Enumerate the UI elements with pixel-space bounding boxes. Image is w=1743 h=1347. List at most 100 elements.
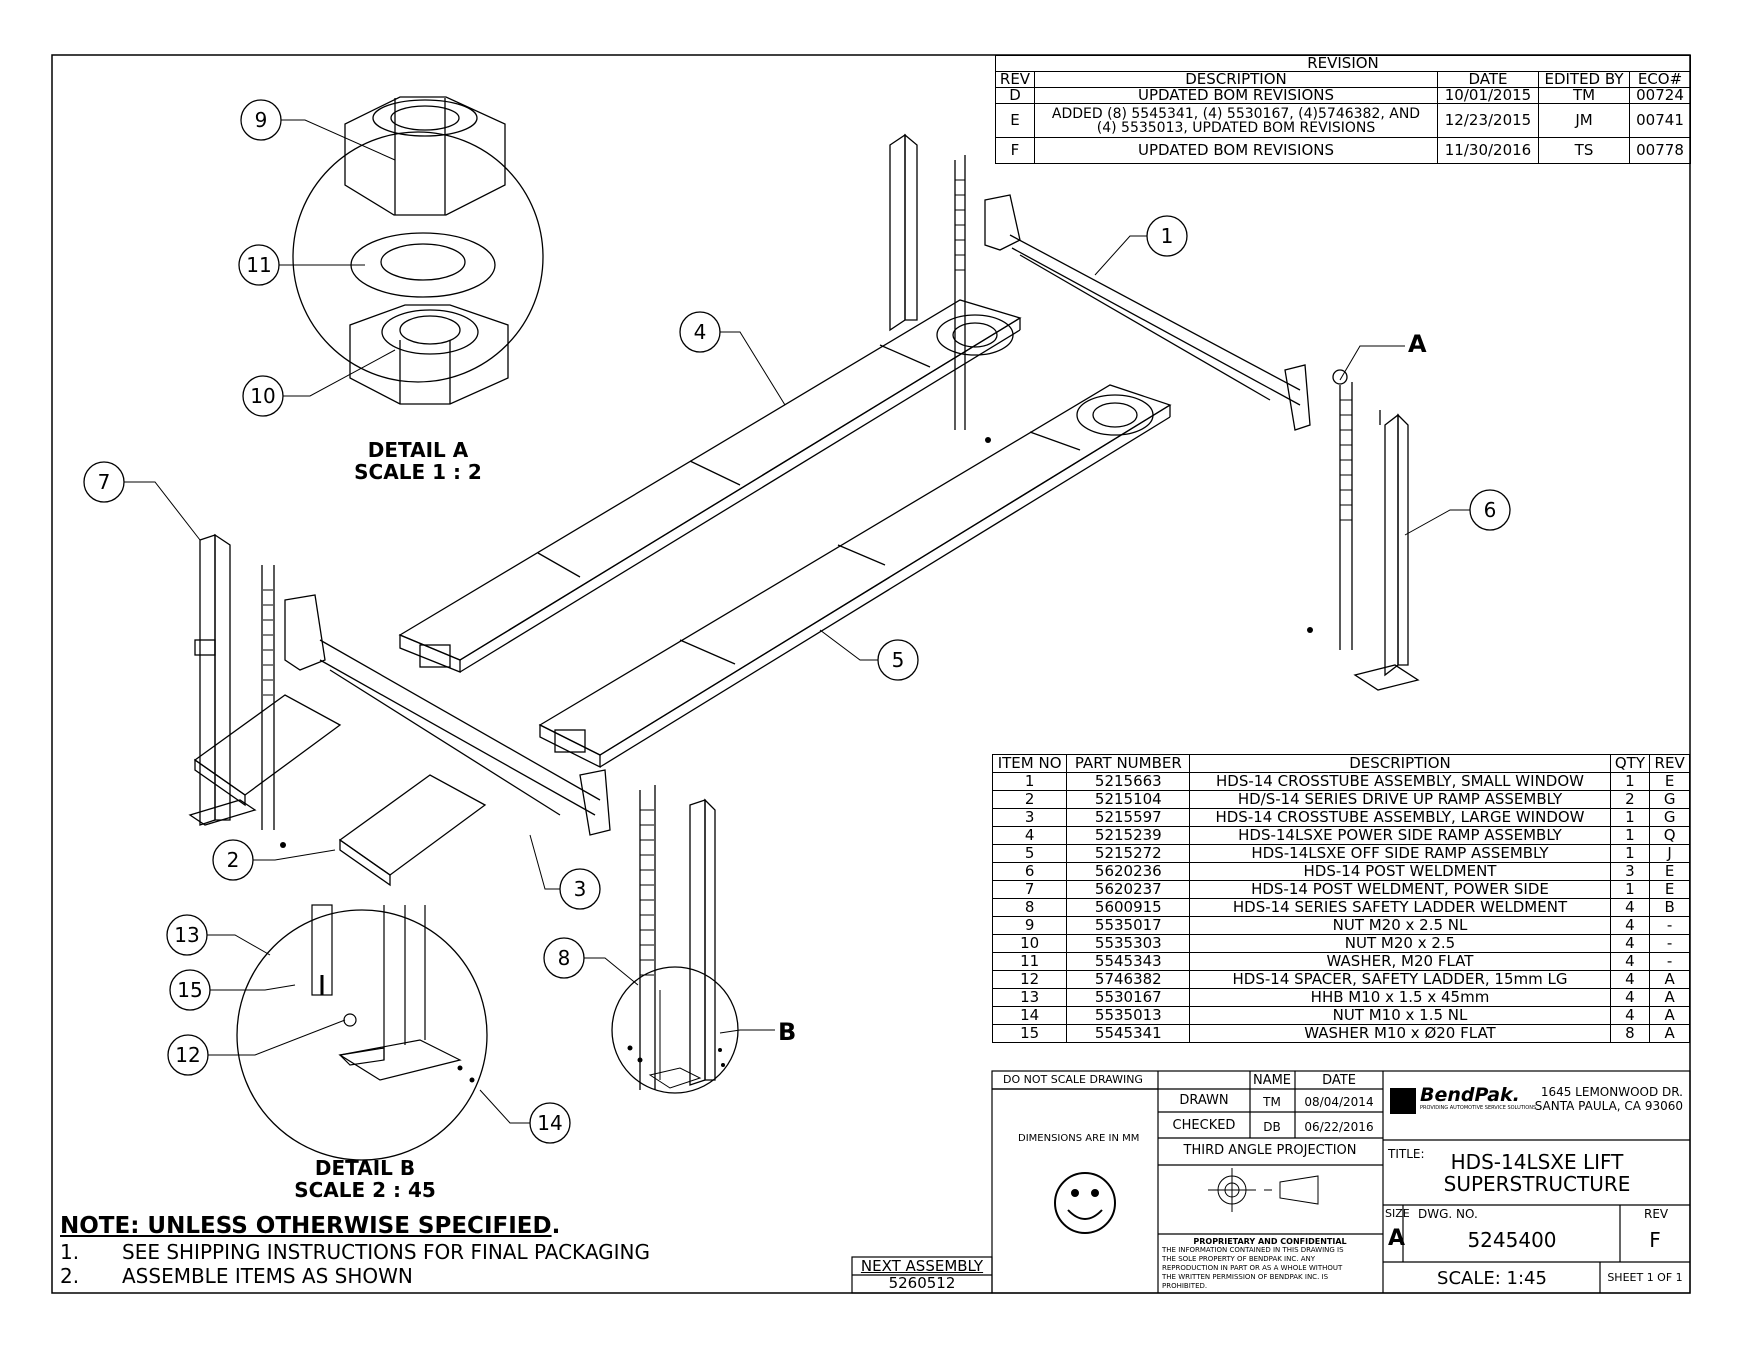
rev-description-cell: UPDATED BOM REVISIONS	[1034, 87, 1438, 104]
detail-b-scale: SCALE 2 : 45	[294, 1178, 436, 1202]
rev-header-description: DESCRIPTION	[1034, 71, 1438, 88]
notes-heading-text: NOTE: UNLESS OTHERWISE SPECIFIED	[60, 1213, 552, 1239]
balloon-label: 2	[226, 848, 240, 872]
bom-header-rev: REV	[1649, 754, 1690, 773]
rev-description-text: ADDED (8) 5545341, (4) 5530167, (4)57463…	[1051, 105, 1421, 136]
balloon-label: 15	[177, 978, 203, 1002]
rev-edited-cell: TS	[1538, 137, 1630, 164]
balloon-label: 14	[537, 1111, 563, 1135]
name-header: NAME	[1252, 1073, 1292, 1088]
bom-rev-cell: A	[1649, 988, 1690, 1007]
washer-11-drawing	[350, 232, 496, 298]
bom-description-cell: NUT M10 x 1.5 NL	[1189, 1006, 1611, 1025]
bom-item-cell: 5	[991, 844, 1068, 863]
bom-qty-cell: 1	[1609, 880, 1651, 899]
date-header: DATE	[1322, 1073, 1356, 1088]
drawn-date: 08/04/2014	[1304, 1095, 1374, 1109]
projection-symbol-icon	[1208, 1168, 1319, 1212]
revision-row: D UPDATED BOM REVISIONS 10/01/2015 TM 00…	[995, 87, 1691, 104]
bom-description-cell: NUT M20 x 2.5	[1189, 934, 1611, 953]
bom-part-cell: 5545343	[1066, 952, 1191, 971]
bom-item-cell: 2	[991, 790, 1068, 809]
balloon-label: 8	[557, 946, 571, 970]
note-2-number: 2.	[60, 1264, 80, 1288]
bom-rev-cell: -	[1649, 952, 1690, 971]
drawn-label: DRAWN	[1179, 1093, 1229, 1108]
bendpak-logo-icon	[1390, 1088, 1416, 1114]
next-assembly-label: NEXT ASSEMBLY	[860, 1257, 984, 1275]
bom-part-cell: 5215272	[1066, 844, 1191, 863]
rev-cell: F	[995, 137, 1035, 164]
rev-edited-cell: JM	[1538, 103, 1630, 138]
rev-edited-cell: TM	[1538, 87, 1630, 104]
bom-rev-cell: G	[1649, 790, 1690, 809]
proprietary-line: THE WRITTEN PERMISSION OF BENDPAK INC. I…	[1162, 1273, 1329, 1281]
scale-label: SCALE: 1:45	[1437, 1268, 1547, 1289]
bom-description-cell: HDS-14 POST WELDMENT	[1189, 862, 1611, 881]
proprietary-line: PROHIBITED.	[1162, 1282, 1208, 1290]
crosstube-1-drawing	[984, 194, 1311, 431]
bom-qty-cell: 4	[1609, 934, 1651, 953]
bom-item-cell: 14	[991, 1006, 1068, 1025]
drawing-title-line-1: HDS-14LSXE LIFT	[1450, 1150, 1624, 1174]
detail-a-scale: SCALE 1 : 2	[354, 460, 482, 484]
proprietary-line: THE SOLE PROPERTY OF BENDPAK INC. ANY	[1162, 1255, 1315, 1263]
revision-title: REVISION	[995, 55, 1691, 72]
post-lower-center-drawing	[639, 785, 716, 1090]
detail-b-post	[311, 904, 462, 1081]
bom-rev-cell: G	[1649, 808, 1690, 827]
rev-label: REV	[1644, 1207, 1669, 1221]
bom-item-cell: 7	[991, 880, 1068, 899]
bom-part-cell: 5620236	[1066, 862, 1191, 881]
bom-part-cell: 5215597	[1066, 808, 1191, 827]
rev-cell: E	[995, 103, 1035, 138]
rev-eco-cell: 00778	[1629, 137, 1691, 164]
bom-qty-cell: 2	[1609, 790, 1651, 809]
size-value: A	[1388, 1226, 1406, 1251]
post-top-center-drawing	[889, 133, 966, 430]
rev-header-date: DATE	[1437, 71, 1539, 88]
crosstube-3-drawing	[284, 594, 611, 836]
detail-b-title: DETAIL B	[314, 1156, 416, 1180]
leader-lines	[124, 119, 1470, 1124]
bom-rev-cell: E	[1649, 772, 1690, 791]
bom-rev-cell: A	[1649, 1006, 1690, 1025]
drawn-name: TM	[1263, 1095, 1281, 1109]
checked-date: 06/22/2016	[1304, 1120, 1374, 1134]
bom-header-part: PART NUMBER	[1066, 754, 1191, 773]
bom-description-cell: HDS-14 SPACER, SAFETY LADDER, 15mm LG	[1189, 970, 1611, 989]
bom-qty-cell: 1	[1609, 772, 1651, 791]
hardware-dots	[280, 437, 1313, 1083]
balloon-label: 4	[693, 320, 707, 344]
rev-eco-cell: 00741	[1629, 103, 1691, 138]
bom-qty-cell: 1	[1609, 826, 1651, 845]
bom-qty-cell: 4	[1609, 1006, 1651, 1025]
do-not-scale-label: DO NOT SCALE DRAWING	[1003, 1073, 1143, 1086]
nut-9-drawing	[344, 96, 506, 216]
projection-label: THIRD ANGLE PROJECTION	[1183, 1143, 1357, 1158]
drawing-title-line-2: SUPERSTRUCTURE	[1443, 1172, 1631, 1196]
size-label: SIZE	[1385, 1207, 1410, 1220]
balloon-label: 12	[175, 1043, 201, 1067]
bom-rev-cell: -	[1649, 934, 1690, 953]
bom-item-cell: 10	[991, 934, 1068, 953]
bom-item-cell: 3	[991, 808, 1068, 827]
bom-item-cell: 1	[991, 772, 1068, 791]
bom-description-cell: HD/S-14 SERIES DRIVE UP RAMP ASSEMBLY	[1189, 790, 1611, 809]
bom-description-cell: NUT M20 x 2.5 NL	[1189, 916, 1611, 935]
note-1-number: 1.	[60, 1240, 80, 1264]
runway-4-drawing	[398, 299, 1022, 673]
bom-part-cell: 5535013	[1066, 1006, 1191, 1025]
bom-part-cell: 5215104	[1066, 790, 1191, 809]
balloon-label: 9	[254, 108, 268, 132]
bom-description-cell: HDS-14 POST WELDMENT, POWER SIDE	[1189, 880, 1611, 899]
